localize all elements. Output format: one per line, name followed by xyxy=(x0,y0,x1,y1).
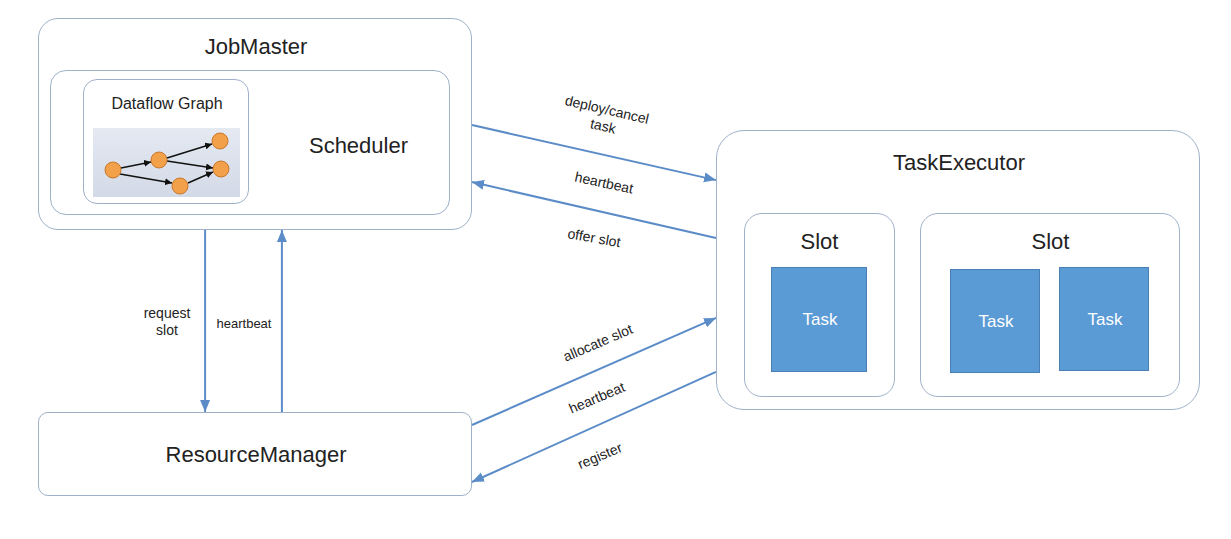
edge-label: allocate slot xyxy=(559,320,637,366)
scheduler-box: Dataflow GraphScheduler xyxy=(50,70,450,215)
message-arrow xyxy=(204,230,206,412)
box-title: TaskExecutor xyxy=(893,150,1025,175)
graph-vertices xyxy=(105,133,229,194)
edge-label: deploy/cancel task xyxy=(558,92,653,145)
task-label: Task xyxy=(1088,310,1123,330)
task-label: Task xyxy=(803,310,838,330)
job-master-box: Dataflow GraphScheduler JobMaster xyxy=(38,18,472,230)
task-box: Task xyxy=(771,267,867,372)
edge-note: offer slot xyxy=(564,225,623,252)
resource-manager-box: ResourceManager xyxy=(38,412,472,496)
slot-box: Task Slot xyxy=(744,213,895,397)
graph-arrows xyxy=(120,144,213,183)
dataflow-graph-box: Dataflow Graph xyxy=(83,79,249,204)
task-executor-box: Task SlotTask Task Slot TaskExecutor xyxy=(716,130,1200,410)
box-title: Slot xyxy=(1032,229,1070,254)
message-arrow xyxy=(472,318,716,425)
box-title: JobMaster xyxy=(205,34,308,59)
box-title: Scheduler xyxy=(309,133,408,158)
task-box: Task xyxy=(950,269,1040,373)
box-title: Slot xyxy=(801,229,839,254)
task-label: Task xyxy=(979,312,1014,332)
box-title: Dataflow Graph xyxy=(111,95,222,113)
box-title: ResourceManager xyxy=(166,442,347,467)
message-arrow xyxy=(281,230,283,412)
edge-label: heartbeat xyxy=(215,316,274,332)
edge-label: request slot xyxy=(142,305,193,339)
graph-background xyxy=(93,128,240,197)
edge-label: heartbeat xyxy=(565,378,630,418)
edge-note: register xyxy=(573,438,626,473)
message-arrow xyxy=(472,372,716,482)
task-box: Task xyxy=(1059,267,1149,371)
slot-box: Task Task Slot xyxy=(920,213,1180,397)
edge-label: heartbeat xyxy=(571,168,636,198)
